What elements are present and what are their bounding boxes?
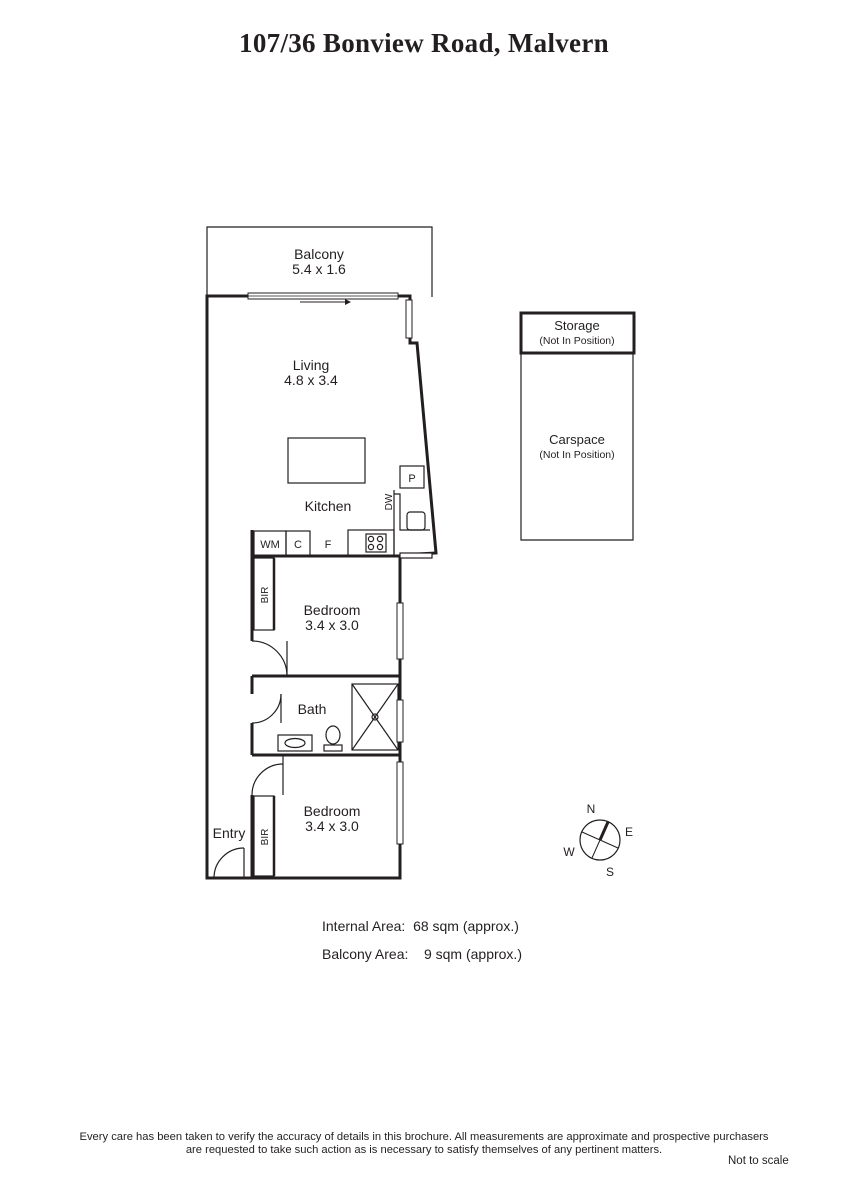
balcony-area: Balcony Area: 9 sqm (approx.)	[322, 946, 522, 962]
disclaimer: Every care has been taken to verify the …	[0, 1131, 848, 1157]
compass-icon	[579, 819, 621, 861]
internal-area-value: 68 sqm (approx.)	[413, 918, 519, 934]
compass-e: E	[625, 825, 633, 839]
bath-label: Bath	[298, 701, 327, 717]
bir-1-label: BIR	[260, 587, 271, 604]
east-windows	[396, 602, 404, 845]
not-to-scale: Not to scale	[728, 1155, 789, 1167]
balcony-label: Balcony	[294, 246, 344, 262]
balcony-area-label: Balcony Area:	[322, 946, 409, 962]
compass-n: N	[587, 802, 596, 816]
disclaimer-line-1: Every care has been taken to verify the …	[79, 1131, 769, 1143]
c-label: C	[294, 539, 302, 551]
balcony-sliding-door	[247, 292, 399, 305]
storage-note: (Not In Position)	[539, 335, 614, 347]
bedroom-1-size: 3.4 x 3.0	[305, 617, 359, 633]
compass-s: S	[606, 865, 614, 879]
compass-w: W	[563, 845, 575, 859]
carspace-label: Carspace	[549, 432, 605, 447]
kitchen-joinery	[347, 465, 433, 559]
wm-label: WM	[260, 539, 280, 551]
disclaimer-line-2: are requested to take such action as is …	[185, 1144, 663, 1156]
page-title: 107/36 Bonview Road, Malvern	[239, 28, 609, 58]
living-label: Living	[293, 357, 330, 373]
carspace-box	[520, 353, 634, 541]
bedroom-2-size: 3.4 x 3.0	[305, 818, 359, 834]
balcony-size: 5.4 x 1.6	[292, 261, 346, 277]
interior-walls	[250, 530, 400, 878]
entry-label: Entry	[213, 825, 246, 841]
internal-area-label: Internal Area:	[322, 918, 406, 934]
dw-label: DW	[384, 493, 395, 510]
door-swings	[213, 640, 288, 879]
p-label: P	[408, 473, 415, 485]
living-size: 4.8 x 3.4	[284, 372, 338, 388]
storage-box	[519, 311, 636, 355]
carspace-note: (Not In Position)	[539, 449, 614, 461]
balcony-outline	[206, 226, 433, 297]
bir-wardrobes	[253, 557, 276, 877]
internal-area: Internal Area: 68 sqm (approx.)	[322, 918, 519, 934]
bedroom-2-label: Bedroom	[304, 803, 361, 819]
bedroom-1-label: Bedroom	[304, 602, 361, 618]
balcony-area-value: 9 sqm (approx.)	[423, 946, 522, 962]
bathroom-fixtures	[277, 683, 399, 752]
kitchen-label: Kitchen	[305, 498, 352, 514]
f-label: F	[325, 539, 332, 551]
storage-label: Storage	[554, 318, 600, 333]
bir-2-label: BIR	[260, 829, 271, 846]
kitchen-island	[287, 437, 366, 484]
living-window	[405, 299, 413, 339]
